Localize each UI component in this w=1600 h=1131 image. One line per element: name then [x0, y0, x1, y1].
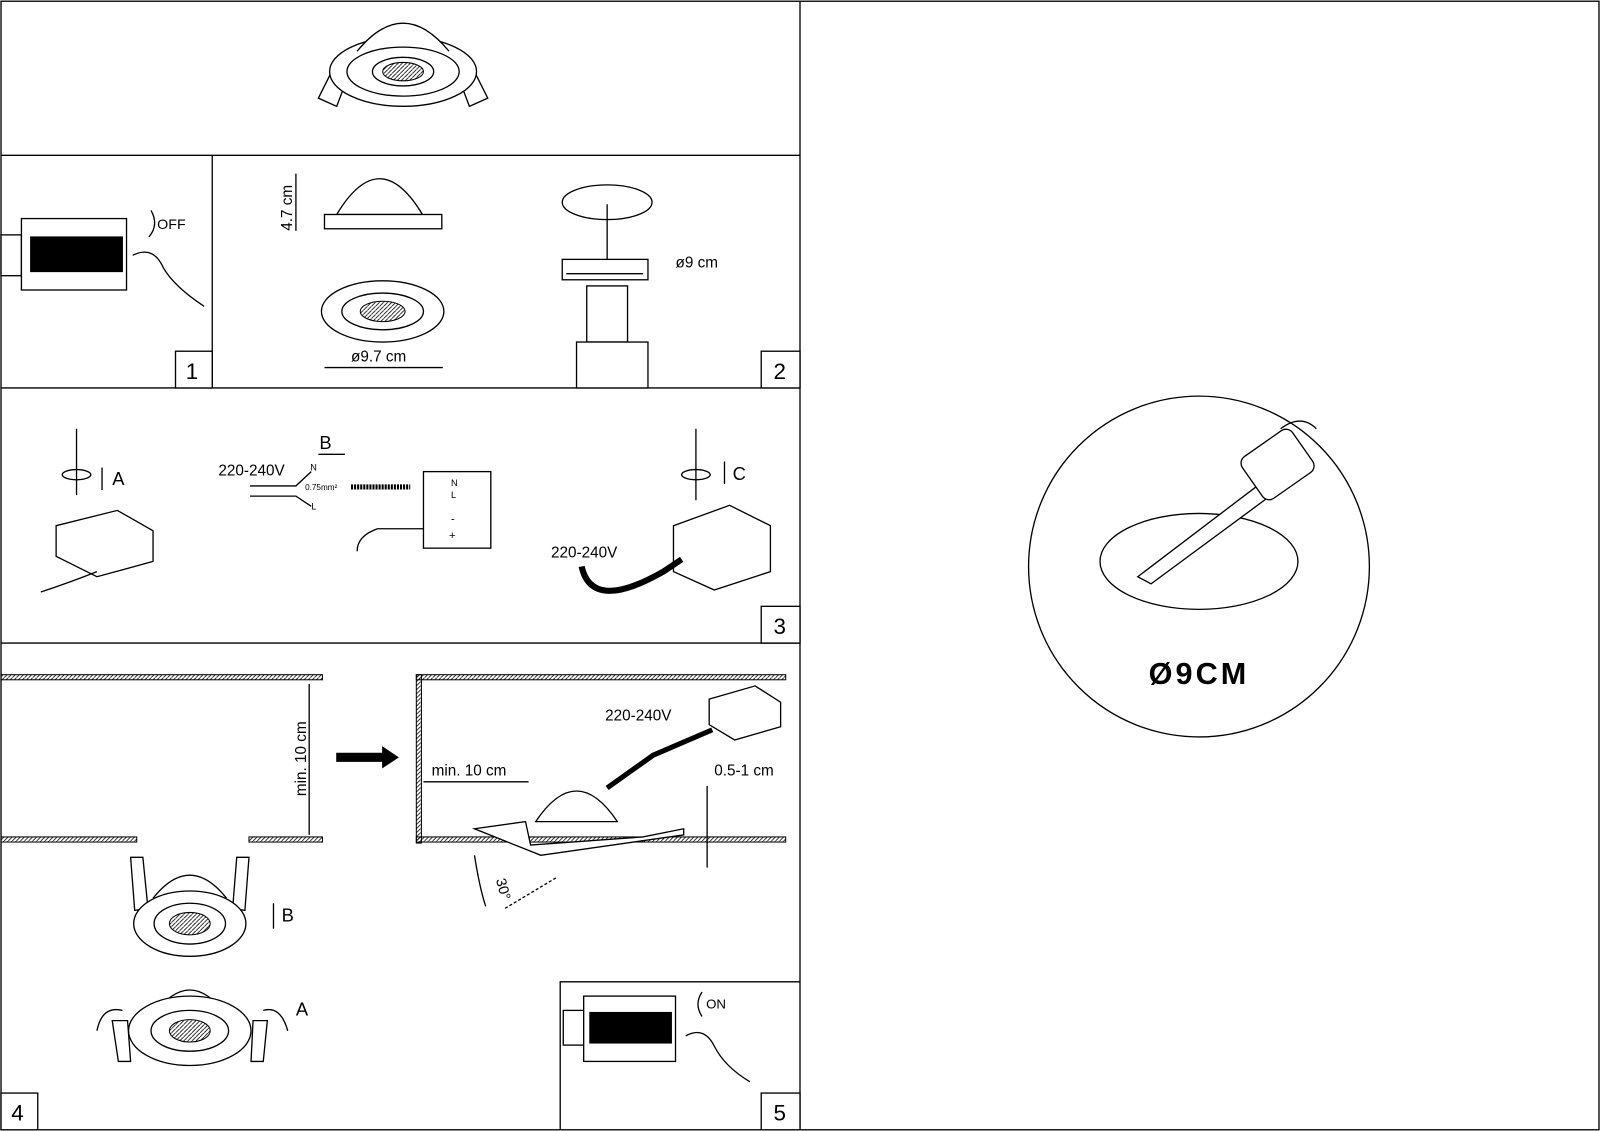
thickness-label: 0.5-1 cm	[714, 763, 774, 780]
step-number-5: 5	[773, 1101, 785, 1126]
switch-on-label: ON	[706, 996, 726, 1011]
ceiling-hole	[1099, 512, 1299, 611]
cutout-diameter-label: Ø9CM	[1149, 657, 1250, 691]
driver-box	[55, 509, 154, 578]
step-b-label-4: B	[282, 905, 294, 926]
wire-gauge-label: 0.75mm²	[305, 483, 337, 492]
step-c-label: C	[733, 463, 746, 484]
side-clearance-label: min. 10 cm	[432, 763, 507, 780]
panel-4: min. 10 cm B A 220-240V min. 1	[0, 674, 787, 1131]
terminal-block	[422, 470, 492, 549]
product-illustration	[317, 22, 489, 108]
saw-icon	[1136, 420, 1317, 585]
step-badge-2	[760, 350, 801, 389]
height-label: 4.7 cm	[279, 185, 296, 231]
terminal-plus: +	[449, 530, 456, 542]
wire-l-label: L	[311, 501, 316, 511]
step-number-1: 1	[186, 359, 198, 384]
downlight-rotate	[111, 989, 269, 1067]
terminal-l: L	[451, 490, 456, 500]
terminal-minus: -	[451, 514, 455, 526]
diameter-label: ø9.7 cm	[351, 348, 406, 365]
hand-icon	[685, 1031, 751, 1083]
wire-n-label: N	[310, 463, 317, 473]
voltage-label: 220-240V	[218, 463, 285, 480]
clearance-label: min. 10 cm	[293, 721, 310, 796]
switch-off-label: OFF	[157, 217, 186, 233]
panel-2: 4.7 cm ø9.7 cm ø9 cm 2	[279, 173, 801, 389]
driver-box-closed	[672, 504, 772, 591]
panel-3: A B 220-240V N 0.75mm² L N L - + C 220-2…	[40, 428, 801, 644]
hole-saw-icon	[561, 258, 649, 281]
cutout-detail: Ø9CM	[1027, 395, 1371, 738]
step-badge-3	[760, 605, 801, 644]
terminal-n: N	[451, 478, 458, 488]
rotate-arrow-icon	[148, 210, 156, 238]
step-number-4: 4	[11, 1101, 23, 1126]
breaker-panel-icon	[0, 217, 128, 291]
driver-box-installed	[708, 685, 782, 741]
step-badge-5	[760, 1092, 801, 1131]
panel-1: OFF 1	[0, 210, 213, 389]
cutout-label: ø9 cm	[676, 255, 719, 272]
step-a-label: A	[112, 468, 125, 489]
step-badge-1	[174, 350, 213, 389]
step-number-3: 3	[773, 614, 785, 639]
drill-icon	[586, 285, 629, 343]
panel-5: ON 5	[562, 991, 801, 1131]
rotate-arrow-icon	[96, 1008, 123, 1031]
ceiling-top	[0, 674, 323, 681]
step-a-label-4: A	[296, 998, 309, 1019]
voltage-label-2: 220-240V	[551, 544, 618, 561]
step-number-2: 2	[773, 359, 785, 384]
voltage-label-4: 220-240V	[605, 708, 672, 725]
step-badge-4	[0, 1092, 39, 1131]
downlight-install	[129, 856, 250, 957]
hand-icon	[132, 251, 205, 307]
tilt-angle-label: 30°	[492, 877, 513, 902]
arrow-right-icon	[336, 746, 399, 769]
rotate-arrow-icon	[697, 991, 703, 1017]
step-b-label: B	[319, 432, 331, 453]
